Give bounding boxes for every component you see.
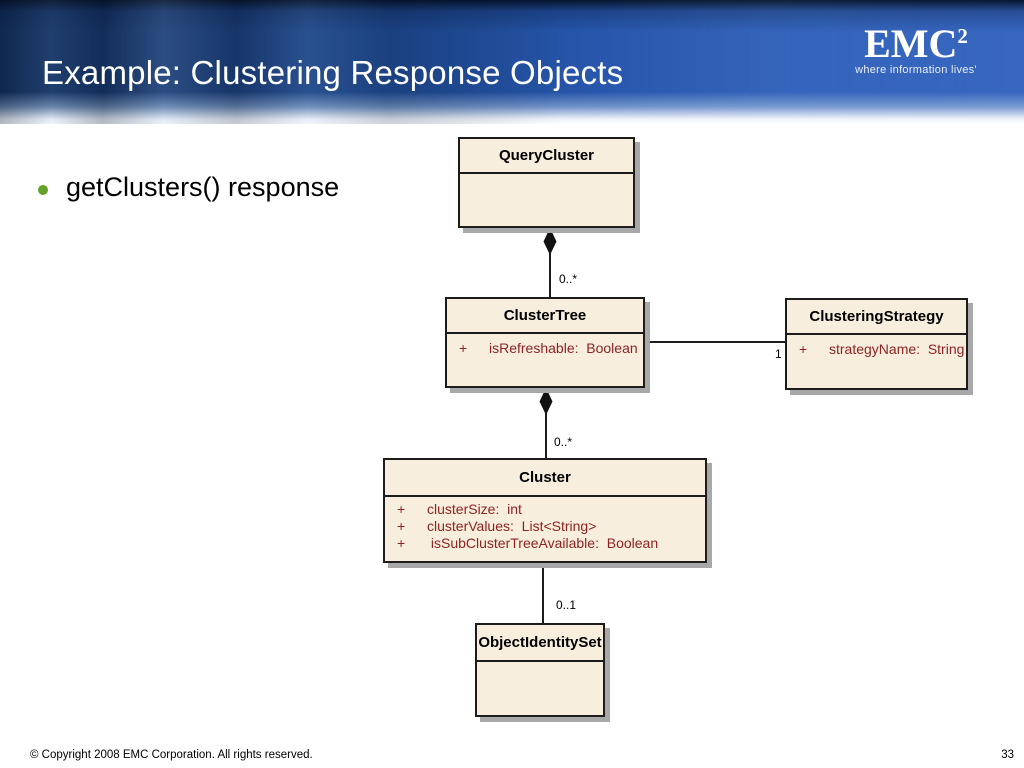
attribute-visibility: + — [397, 501, 406, 517]
composition-diamond-icon — [543, 228, 557, 255]
header-banner: Example: Clustering Response Objects EMC… — [0, 0, 1024, 124]
attribute-text: clusterSize: int — [427, 501, 522, 517]
attribute-visibility: + — [459, 340, 468, 356]
connector-clustertree-cluster — [545, 412, 547, 458]
emc-logo-text: EMC — [864, 21, 958, 66]
attribute-visibility: + — [397, 535, 406, 551]
class-name: ClusterTree — [447, 299, 643, 334]
class-box-clustertree: ClusterTree + isRefreshable: Boolean — [445, 297, 645, 388]
attribute-text: isRefreshable: Boolean — [489, 340, 638, 356]
connector-cluster-objectidentityset — [542, 561, 544, 623]
banner-texture — [0, 0, 1024, 124]
emc-logo-wordmark: EMC2 — [826, 24, 1006, 64]
class-attribute: + isSubClusterTreeAvailable: Boolean — [385, 535, 705, 552]
class-box-clusteringstrategy: ClusteringStrategy + strategyName: Strin… — [785, 298, 968, 390]
class-attribute: + strategyName: String — [787, 341, 966, 358]
footer-copyright: © Copyright 2008 EMC Corporation. All ri… — [30, 749, 313, 761]
attribute-text: strategyName: String — [829, 341, 965, 357]
multiplicity-label: 0..* — [554, 435, 573, 449]
attribute-text: isSubClusterTreeAvailable: Boolean — [427, 535, 659, 551]
attribute-visibility: + — [397, 518, 406, 534]
footer-page-number: 33 — [1001, 749, 1014, 761]
class-name: ClusteringStrategy — [787, 300, 966, 335]
attribute-visibility: + — [799, 341, 808, 357]
class-attribute: + clusterSize: int — [385, 501, 705, 518]
bullet-icon — [38, 184, 48, 195]
multiplicity-label: 0..* — [559, 272, 578, 286]
attribute-text: clusterValues: List<String> — [427, 518, 597, 534]
class-attributes: + isRefreshable: Boolean — [447, 334, 643, 357]
connector-querycluster-clustertree — [549, 252, 551, 297]
class-attribute: + clusterValues: List<String> — [385, 518, 705, 535]
class-name: ObjectIdentitySet — [477, 625, 603, 662]
class-box-querycluster: QueryCluster — [458, 137, 635, 228]
emc-logo-tagline: where information lives' — [855, 64, 977, 76]
page-title: Example: Clustering Response Objects — [42, 54, 624, 91]
connector-clustertree-clusteringstrategy — [645, 341, 785, 343]
class-attribute: + isRefreshable: Boolean — [447, 340, 643, 357]
composition-diamond-icon — [539, 388, 553, 415]
bullet-text: getClusters() response — [66, 172, 340, 202]
emc-logo-superscript: 2 — [957, 24, 968, 48]
class-box-cluster: Cluster + clusterSize: int + clusterValu… — [383, 458, 707, 563]
emc-logo: EMC2 where information lives' — [826, 24, 1006, 77]
bullet-item: getClusters() response — [38, 172, 339, 203]
class-name: QueryCluster — [460, 139, 633, 174]
class-attributes: + clusterSize: int + clusterValues: List… — [385, 497, 705, 552]
class-attributes: + strategyName: String — [787, 335, 966, 358]
class-name: Cluster — [385, 460, 705, 497]
class-box-objectidentityset: ObjectIdentitySet — [475, 623, 605, 717]
multiplicity-label: 0..1 — [556, 598, 577, 612]
multiplicity-label: 1 — [775, 347, 782, 361]
